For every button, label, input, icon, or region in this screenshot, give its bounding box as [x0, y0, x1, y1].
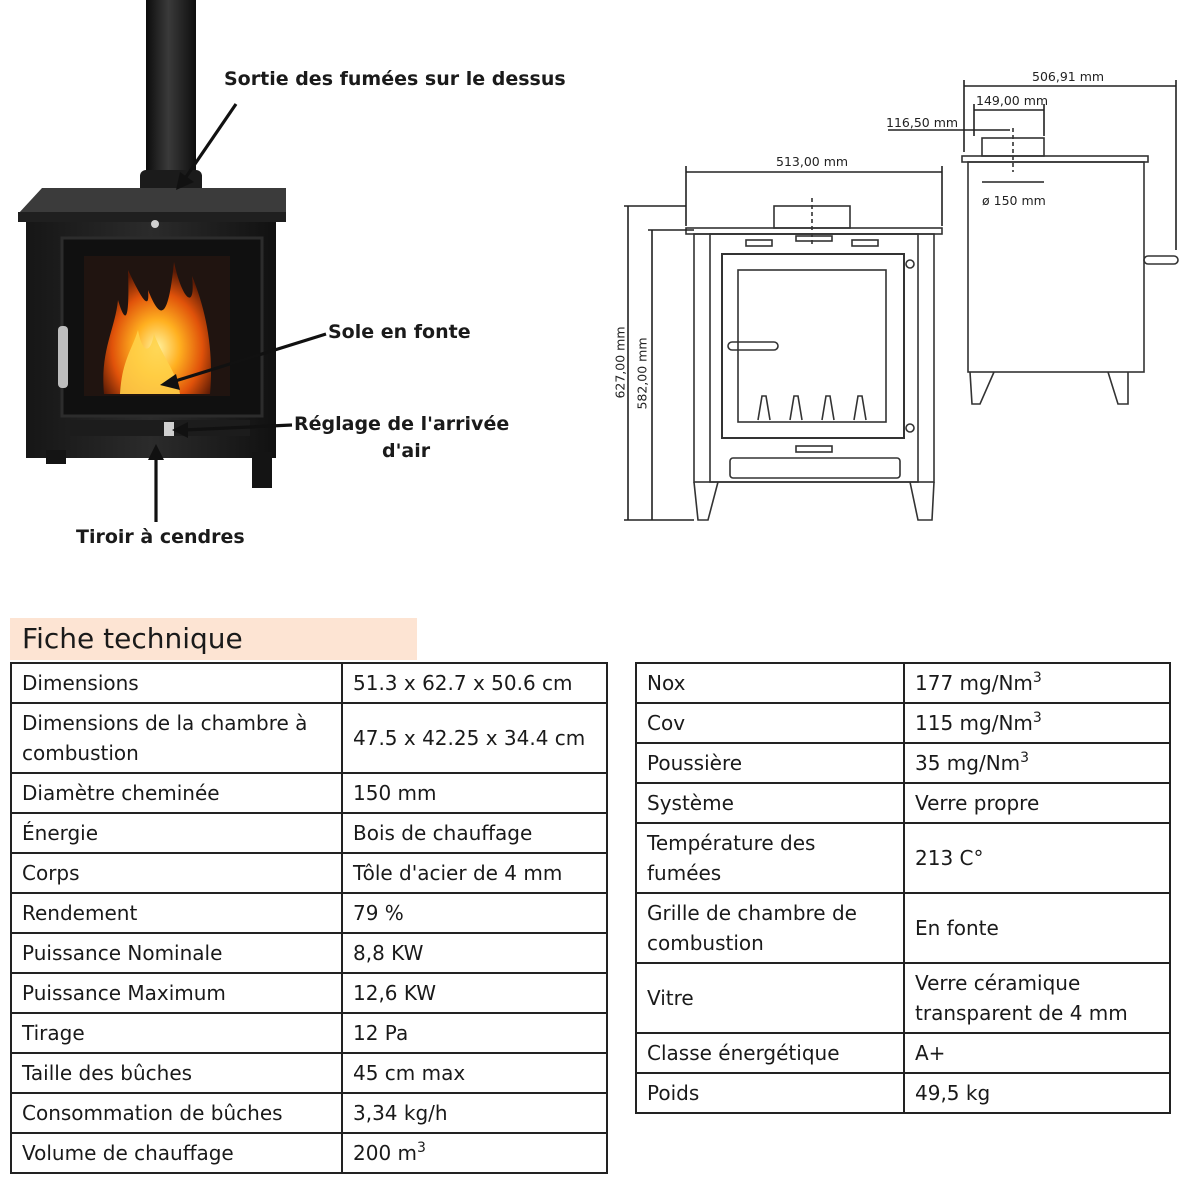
spec-key: Classe énergétique: [635, 1032, 905, 1074]
spec-key: Volume de chauffage: [10, 1132, 343, 1174]
callout-air-control-line2: d'air: [382, 440, 431, 462]
spec-value-text: 177 mg/Nm: [915, 671, 1033, 695]
callout-air-control-line1: Réglage de l'arrivée: [294, 413, 510, 435]
spec-key: Taille des bûches: [10, 1052, 343, 1094]
spec-value: 35 mg/Nm3: [903, 742, 1171, 784]
spec-key: Vitre: [635, 962, 905, 1034]
spec-value-text: 200 m: [353, 1141, 418, 1165]
spec-value: A+: [903, 1032, 1171, 1074]
superscript: 3: [1032, 670, 1042, 686]
dim-depth: 506,91 mm: [1032, 69, 1105, 84]
spec-value-text: 35 mg/Nm: [915, 751, 1021, 775]
spec-value: Verre céramique transparent de 4 mm: [903, 962, 1171, 1034]
spec-key: Tirage: [10, 1012, 343, 1054]
spec-key: Cov: [635, 702, 905, 744]
spec-value: 79 %: [341, 892, 608, 934]
spec-value: Bois de chauffage: [341, 812, 608, 854]
callout-cast-iron-base: Sole en fonte: [328, 321, 471, 343]
dim-body-height: 582,00 mm: [634, 337, 650, 410]
spec-value: 3,34 kg/h: [341, 1092, 608, 1134]
spec-value: 177 mg/Nm3: [903, 662, 1171, 704]
stove-photo: [18, 0, 327, 522]
superscript: 3: [1032, 710, 1042, 726]
spec-key: Grille de chambre de combustion: [635, 892, 905, 964]
dim-width: 513,00 mm: [776, 154, 849, 169]
superscript: 3: [1020, 750, 1030, 766]
dim-side-offset: 116,50 mm: [886, 115, 959, 130]
spec-key: Poids: [635, 1072, 905, 1114]
spec-key: Diamètre cheminée: [10, 772, 343, 814]
callout-flue-outlet: Sortie des fumées sur le dessus: [224, 68, 566, 90]
spec-key: Puissance Nominale: [10, 932, 343, 974]
spec-value: 51.3 x 62.7 x 50.6 cm: [341, 662, 608, 704]
spec-value: 150 mm: [341, 772, 608, 814]
spec-value: 213 C°: [903, 822, 1171, 894]
dim-flue-offset: 149,00 mm: [976, 93, 1049, 108]
superscript: 3: [417, 1140, 426, 1156]
spec-value: 115 mg/Nm3: [903, 702, 1171, 744]
dim-total-height: 627,00 mm: [612, 326, 628, 399]
spec-value-text: 115 mg/Nm: [915, 711, 1033, 735]
spec-key: Dimensions de la chambre à combustion: [10, 702, 343, 774]
spec-key: Dimensions: [10, 662, 343, 704]
technical-drawing: [624, 80, 1179, 521]
spec-key: Poussière: [635, 742, 905, 784]
spec-value: 200 m3: [341, 1132, 608, 1174]
spec-value: 12 Pa: [341, 1012, 608, 1054]
spec-key: Corps: [10, 852, 343, 894]
spec-key: Consommation de bûches: [10, 1092, 343, 1134]
spec-value: 45 cm max: [341, 1052, 608, 1094]
spec-value: Verre propre: [903, 782, 1171, 824]
spec-value: 12,6 KW: [341, 972, 608, 1014]
spec-value: 8,8 KW: [341, 932, 608, 974]
spec-value: Tôle d'acier de 4 mm: [341, 852, 608, 894]
sheet-title: Fiche technique: [22, 622, 243, 655]
spec-value: 49,5 kg: [903, 1072, 1171, 1114]
dim-flue-diameter: ø 150 mm: [982, 193, 1046, 208]
spec-key: Système: [635, 782, 905, 824]
spec-value: En fonte: [903, 892, 1171, 964]
spec-value: 47.5 x 42.25 x 34.4 cm: [341, 702, 608, 774]
callout-ash-drawer: Tiroir à cendres: [76, 526, 245, 548]
spec-key: Énergie: [10, 812, 343, 854]
sheet-title-band: Fiche technique: [10, 618, 417, 660]
spec-key: Puissance Maximum: [10, 972, 343, 1014]
spec-key: Rendement: [10, 892, 343, 934]
spec-key: Nox: [635, 662, 905, 704]
spec-key: Température des fumées: [635, 822, 905, 894]
